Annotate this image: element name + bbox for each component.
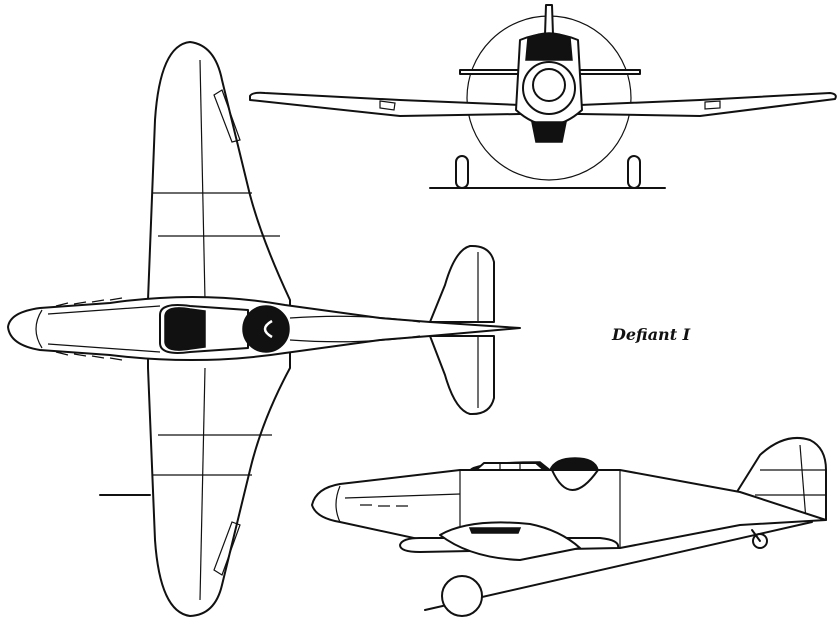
front-view xyxy=(249,4,837,189)
ground-line xyxy=(424,521,813,611)
plan-tail-lower xyxy=(429,335,495,416)
main-wheel xyxy=(441,575,483,617)
front-wing xyxy=(249,91,837,117)
side-fuselage xyxy=(311,469,827,549)
side-view xyxy=(311,436,827,617)
plan-view xyxy=(7,41,521,617)
plan-tail-upper xyxy=(429,244,495,323)
aircraft-title: Defiant I xyxy=(612,325,691,344)
